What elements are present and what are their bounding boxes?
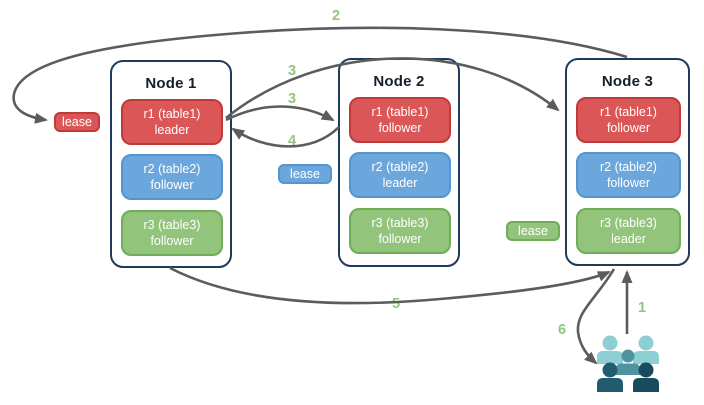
replica-role-label: follower	[378, 232, 422, 246]
arrow-step-3-leader-to-node2	[225, 105, 335, 122]
step-label-3b: 3	[287, 91, 297, 107]
replica-role-label: follower	[150, 234, 194, 248]
replica-role-label: follower	[150, 178, 194, 192]
node-2-replica-r2: r2 (table2) leader	[349, 152, 451, 198]
node-1-box: Node 1 r1 (table1) leader r2 (table2) fo…	[110, 60, 232, 268]
step-label-6: 6	[557, 322, 567, 338]
node-3-replica-r2: r2 (table2) follower	[576, 152, 681, 198]
replica-range-label: r1 (table1)	[143, 106, 201, 121]
replica-range-label: r2 (table2)	[600, 159, 657, 174]
step-label-4: 4	[287, 133, 297, 149]
replica-range-label: r1 (table1)	[600, 104, 657, 119]
node-2-box: Node 2 r1 (table1) follower r2 (table2) …	[338, 58, 460, 267]
node-3-title: Node 3	[601, 73, 654, 90]
step-label-3a: 3	[287, 63, 297, 79]
replica-range-label: r2 (table2)	[371, 159, 429, 174]
node-1-replica-r3: r3 (table3) follower	[121, 210, 223, 256]
replica-role-label: leader	[611, 232, 646, 246]
node-1-replica-r2: r2 (table2) follower	[121, 154, 223, 200]
node-2-replica-r1: r1 (table1) follower	[349, 97, 451, 143]
step-label-2: 2	[331, 8, 341, 24]
node-3-box: Node 3 r1 (table1) follower r2 (table2) …	[565, 58, 690, 266]
lease-badge-r1: lease	[54, 112, 100, 132]
replica-role-label: follower	[606, 176, 651, 190]
lease-badge-r3: lease	[506, 221, 560, 241]
node-2-title: Node 2	[373, 73, 425, 90]
node-1-replica-r1: r1 (table1) leader	[121, 99, 223, 145]
node-1-title: Node 1	[145, 75, 197, 92]
step-label-5: 5	[391, 296, 401, 312]
replica-role-label: follower	[606, 121, 651, 135]
lease-badge-r2: lease	[278, 164, 332, 184]
replica-range-label: r3 (table3)	[371, 215, 429, 230]
replica-range-label: r2 (table2)	[143, 161, 201, 176]
replica-role-label: follower	[378, 121, 422, 135]
replica-range-label: r1 (table1)	[371, 104, 429, 119]
arrow-step-6-gateway-to-user	[576, 268, 616, 365]
arrow-step-2-gateway-to-lease	[12, 26, 628, 124]
users-icon	[597, 335, 659, 392]
node-2-replica-r3: r3 (table3) follower	[349, 208, 451, 254]
replica-role-label: leader	[154, 123, 190, 137]
node-3-replica-r3: r3 (table3) leader	[576, 208, 681, 254]
replica-range-label: r3 (table3)	[143, 217, 201, 232]
replica-role-label: leader	[382, 176, 418, 190]
step-label-1: 1	[637, 300, 647, 316]
node-3-replica-r1: r1 (table1) follower	[576, 97, 681, 143]
replica-range-label: r3 (table3)	[600, 215, 657, 230]
